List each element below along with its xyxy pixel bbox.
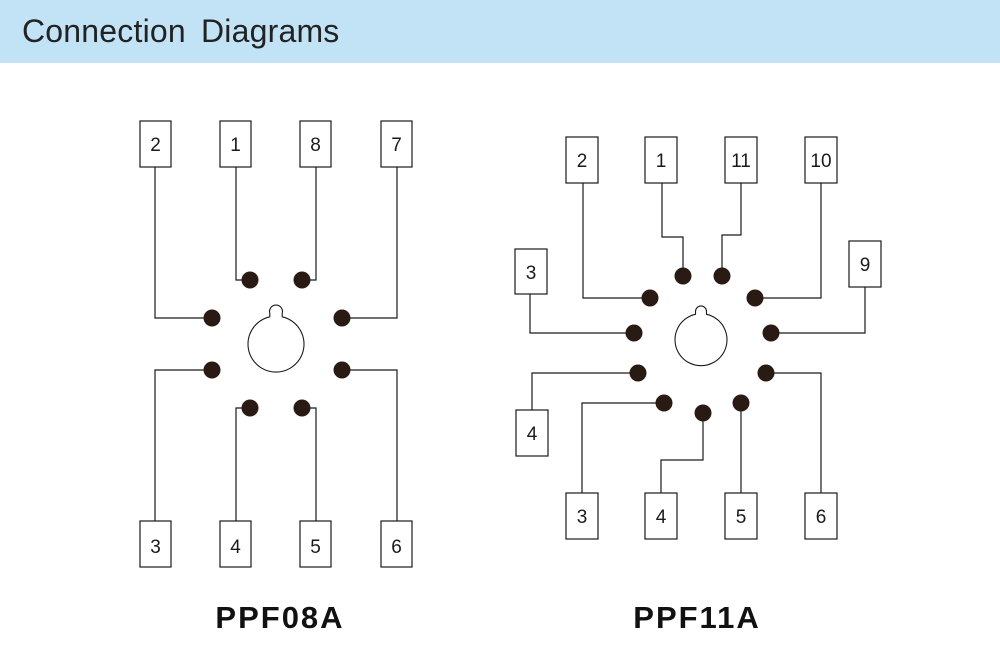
pin-label: 5 — [310, 537, 321, 558]
pin-label: 11 — [731, 151, 751, 172]
pin-dot — [293, 399, 311, 417]
wire-pin-7 — [342, 167, 398, 319]
pin-dots-ppf08a — [203, 271, 351, 417]
wire-pin-1 — [235, 167, 250, 281]
socket-key-circle — [674, 305, 728, 367]
diagram-ppf08a — [139, 120, 413, 568]
pin-label: 1 — [230, 135, 241, 156]
wire-pin-2 — [582, 183, 650, 299]
terminal-box — [804, 492, 838, 540]
pin-label: 7 — [391, 135, 402, 156]
terminal-box — [219, 520, 252, 568]
pin-dot — [757, 364, 775, 382]
terminal-box — [139, 520, 172, 568]
terminal-box — [299, 520, 332, 568]
terminal-box — [644, 492, 678, 540]
pin-labels-ppf11a: 2 1 11 10 9 3 4 3 4 5 6 — [526, 151, 871, 528]
pin-label: 4 — [527, 424, 538, 445]
pin-label: 4 — [230, 537, 241, 558]
pin-dot — [333, 309, 351, 327]
terminal-box — [644, 136, 678, 184]
pin-dot — [655, 394, 673, 412]
pin-dot — [293, 271, 311, 289]
terminal-box — [299, 120, 332, 168]
wire-pin-9 — [771, 287, 866, 334]
pin-dot — [241, 399, 259, 417]
wire-pin-11 — [721, 183, 742, 276]
header-bar: Connection Diagrams — [0, 0, 1000, 63]
pin-label: 3 — [577, 507, 588, 528]
pin-label: 9 — [860, 255, 871, 276]
pin-label: 6 — [816, 507, 827, 528]
wire-pin-6 — [342, 369, 398, 521]
wire-pin-10 — [755, 183, 822, 299]
terminal-box — [565, 492, 599, 540]
pin-label: 2 — [577, 151, 588, 172]
terminal-box — [515, 409, 549, 457]
diagram-ppf11a — [514, 136, 882, 540]
pin-dot — [674, 267, 692, 285]
terminal-box — [380, 120, 413, 168]
pin-dot — [203, 361, 221, 379]
pin-dot — [762, 324, 780, 342]
page-title: Connection Diagrams — [22, 13, 340, 49]
pin-dot — [732, 394, 750, 412]
terminal-box — [804, 136, 838, 184]
pin-label: 10 — [810, 151, 831, 172]
pin-label: 8 — [310, 135, 321, 156]
pin-label: 6 — [391, 537, 402, 558]
wire-pin-4-bottom — [660, 413, 704, 493]
pin-label: 1 — [656, 151, 667, 172]
pin-label: 3 — [526, 263, 537, 284]
pin-dot — [629, 364, 647, 382]
terminal-box — [139, 120, 172, 168]
wire-pin-5 — [302, 407, 317, 521]
terminal-box — [848, 240, 882, 288]
terminal-box — [514, 248, 548, 295]
terminal-box — [219, 120, 252, 168]
pin-dots-ppf11a — [625, 267, 780, 422]
wire-pin-6 — [766, 372, 822, 493]
model-label-ppf08a: PPF08A — [215, 600, 344, 635]
terminal-box — [565, 136, 599, 184]
pin-dot — [713, 267, 731, 285]
wire-pin-8 — [302, 167, 317, 281]
wire-pin-3-bottom — [581, 402, 664, 493]
pin-label: 5 — [736, 507, 747, 528]
terminal-box — [724, 492, 758, 540]
wire-pin-4-left — [531, 372, 638, 410]
pin-dot — [203, 309, 221, 327]
wire-pin-1 — [661, 183, 684, 276]
terminal-box — [380, 520, 413, 568]
pin-label: 2 — [150, 135, 161, 156]
pin-dot — [746, 289, 764, 307]
model-label-ppf11a: PPF11A — [633, 600, 760, 635]
pin-dot — [694, 404, 712, 422]
wire-pin-3-left — [529, 294, 634, 334]
pin-label: 3 — [150, 537, 161, 558]
pin-label: 4 — [656, 507, 667, 528]
pin-dot — [241, 271, 259, 289]
wire-pin-2 — [154, 167, 212, 319]
pin-dot — [641, 289, 659, 307]
pin-dot — [625, 324, 643, 342]
wire-pin-4 — [235, 407, 250, 521]
socket-key-circle — [247, 304, 305, 373]
terminal-box — [724, 136, 758, 184]
pin-dot — [333, 361, 351, 379]
pin-labels-ppf08a: 2 1 8 7 3 4 5 6 — [150, 135, 402, 558]
wire-pin-3 — [154, 369, 212, 521]
